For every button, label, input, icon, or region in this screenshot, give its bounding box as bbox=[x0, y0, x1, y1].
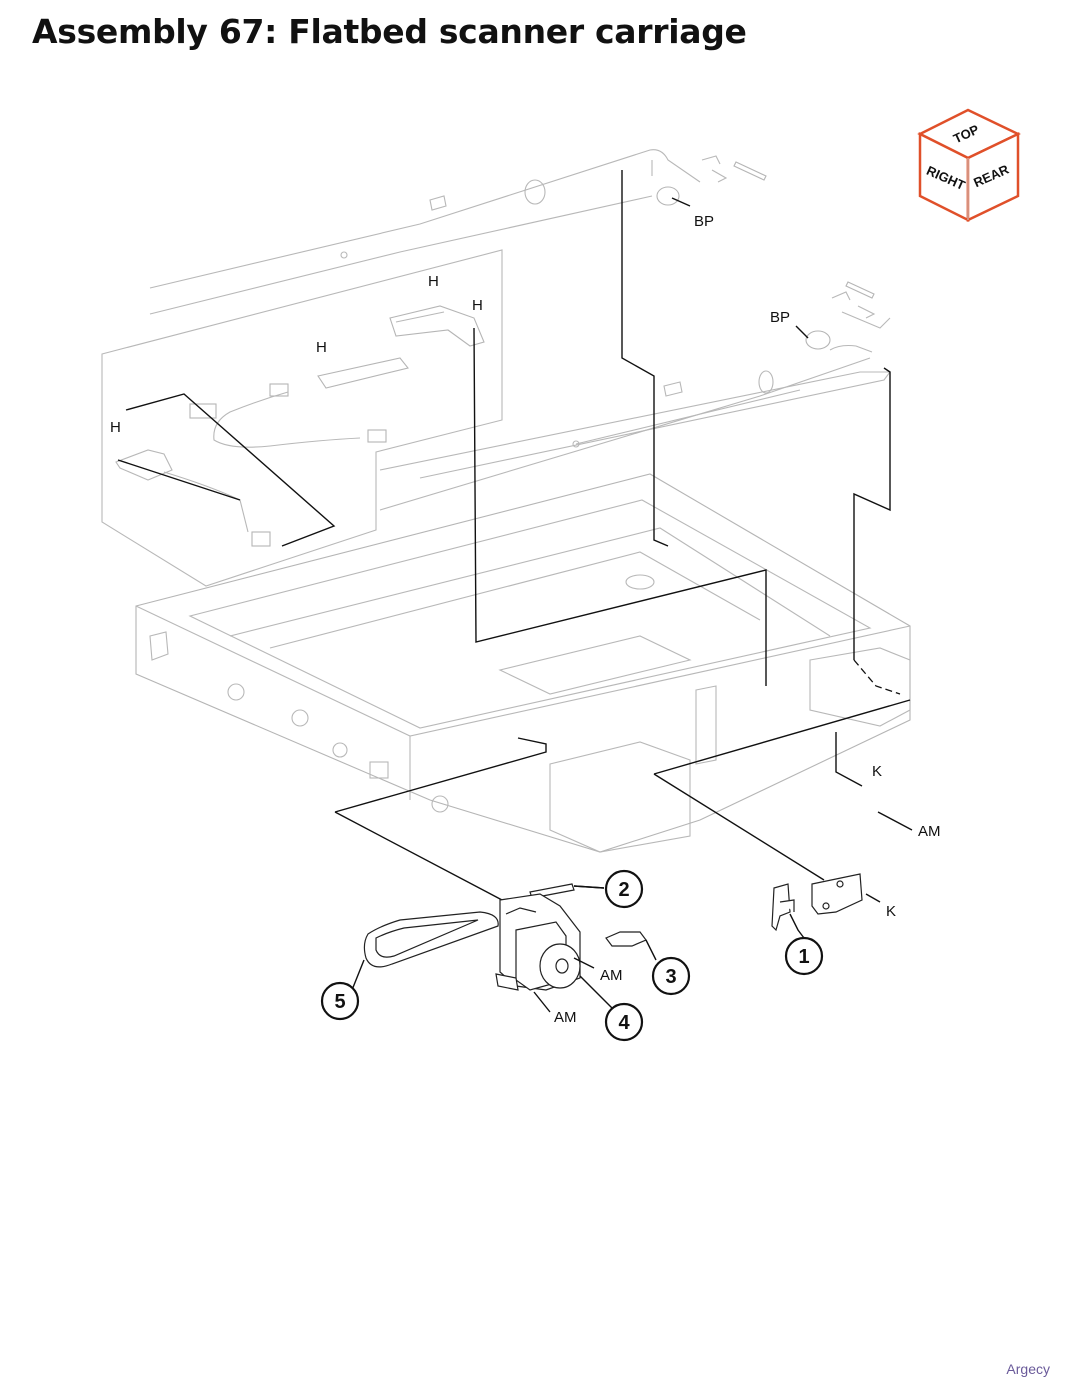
scanner-frame bbox=[135, 473, 911, 853]
callout-2-label: 2 bbox=[618, 879, 629, 901]
callout-5-label: 5 bbox=[334, 991, 345, 1013]
part-1-sensor-bracket bbox=[771, 873, 863, 932]
label-am-1: AM bbox=[918, 823, 941, 840]
callout-1-label: 1 bbox=[798, 946, 809, 968]
label-h-3: H bbox=[316, 339, 327, 356]
label-am-3: AM bbox=[554, 1009, 577, 1026]
part-4-motor bbox=[495, 893, 581, 991]
label-k-1: K bbox=[872, 763, 882, 780]
watermark: Argecy bbox=[1006, 1361, 1050, 1377]
upper-carriage-cables bbox=[149, 149, 892, 511]
label-bp-2: BP bbox=[770, 309, 790, 326]
page-title: Assembly 67: Flatbed scanner carriage bbox=[32, 12, 747, 51]
callout-1: 1 bbox=[784, 936, 824, 976]
callout-3: 3 bbox=[651, 956, 691, 996]
label-h-1: H bbox=[428, 273, 439, 290]
label-h-2: H bbox=[472, 297, 483, 314]
label-k-2: K bbox=[886, 903, 896, 920]
part-5-belt bbox=[363, 911, 499, 968]
callout-2: 2 bbox=[604, 869, 644, 909]
callout-leaders bbox=[351, 197, 913, 1013]
callout-4-label: 4 bbox=[618, 1012, 630, 1034]
callout-4: 4 bbox=[604, 1002, 644, 1042]
label-am-2: AM bbox=[600, 967, 623, 984]
callout-5: 5 bbox=[320, 981, 360, 1021]
label-h-4: H bbox=[110, 419, 121, 436]
reference-labels: BP BP H H H H K K AM AM AM bbox=[110, 213, 941, 1026]
part-3-connector bbox=[605, 931, 657, 961]
label-bp-1: BP bbox=[694, 213, 714, 230]
orientation-cube: TOP RIGHT REAR bbox=[917, 108, 1021, 223]
callout-3-label: 3 bbox=[665, 966, 676, 988]
